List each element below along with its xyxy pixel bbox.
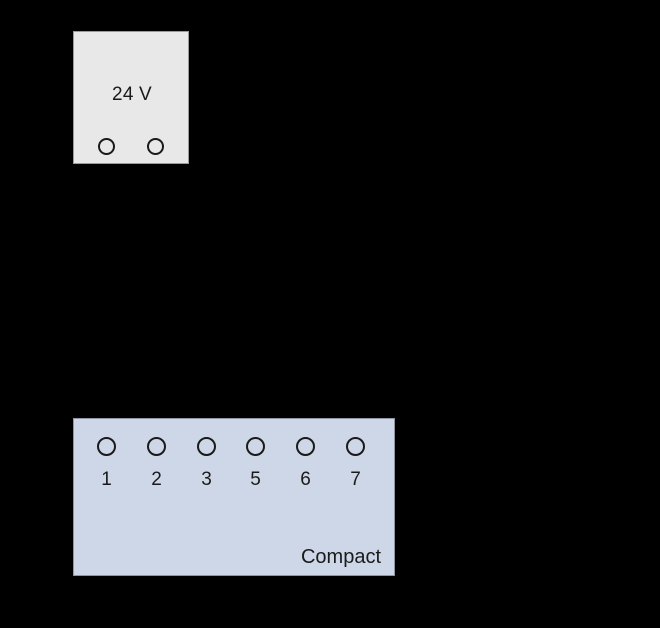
compact-terminal-6[interactable] — [296, 437, 315, 456]
compact-terminal-3[interactable] — [197, 437, 216, 456]
compact-terminal-label-5: 5 — [250, 469, 261, 490]
power-supply-voltage-label: 24 V — [112, 84, 152, 105]
compact-terminal-2[interactable] — [147, 437, 166, 456]
compact-terminal-label-1: 1 — [101, 469, 112, 490]
compact-terminal-label-3: 3 — [201, 469, 212, 490]
compact-terminal-5[interactable] — [246, 437, 265, 456]
compact-controller-block[interactable]: 1 2 3 5 6 7 Compact — [73, 418, 395, 576]
power-supply-block[interactable]: 24 V — [73, 31, 189, 164]
compact-terminal-7[interactable] — [346, 437, 365, 456]
power-supply-terminal-1[interactable] — [147, 138, 164, 155]
compact-terminal-1[interactable] — [97, 437, 116, 456]
power-supply-terminal-0[interactable] — [98, 138, 115, 155]
compact-device-name-label: Compact — [300, 546, 381, 568]
compact-terminal-label-6: 6 — [300, 469, 311, 490]
compact-terminal-label-2: 2 — [151, 469, 162, 490]
compact-terminal-label-7: 7 — [350, 469, 361, 490]
